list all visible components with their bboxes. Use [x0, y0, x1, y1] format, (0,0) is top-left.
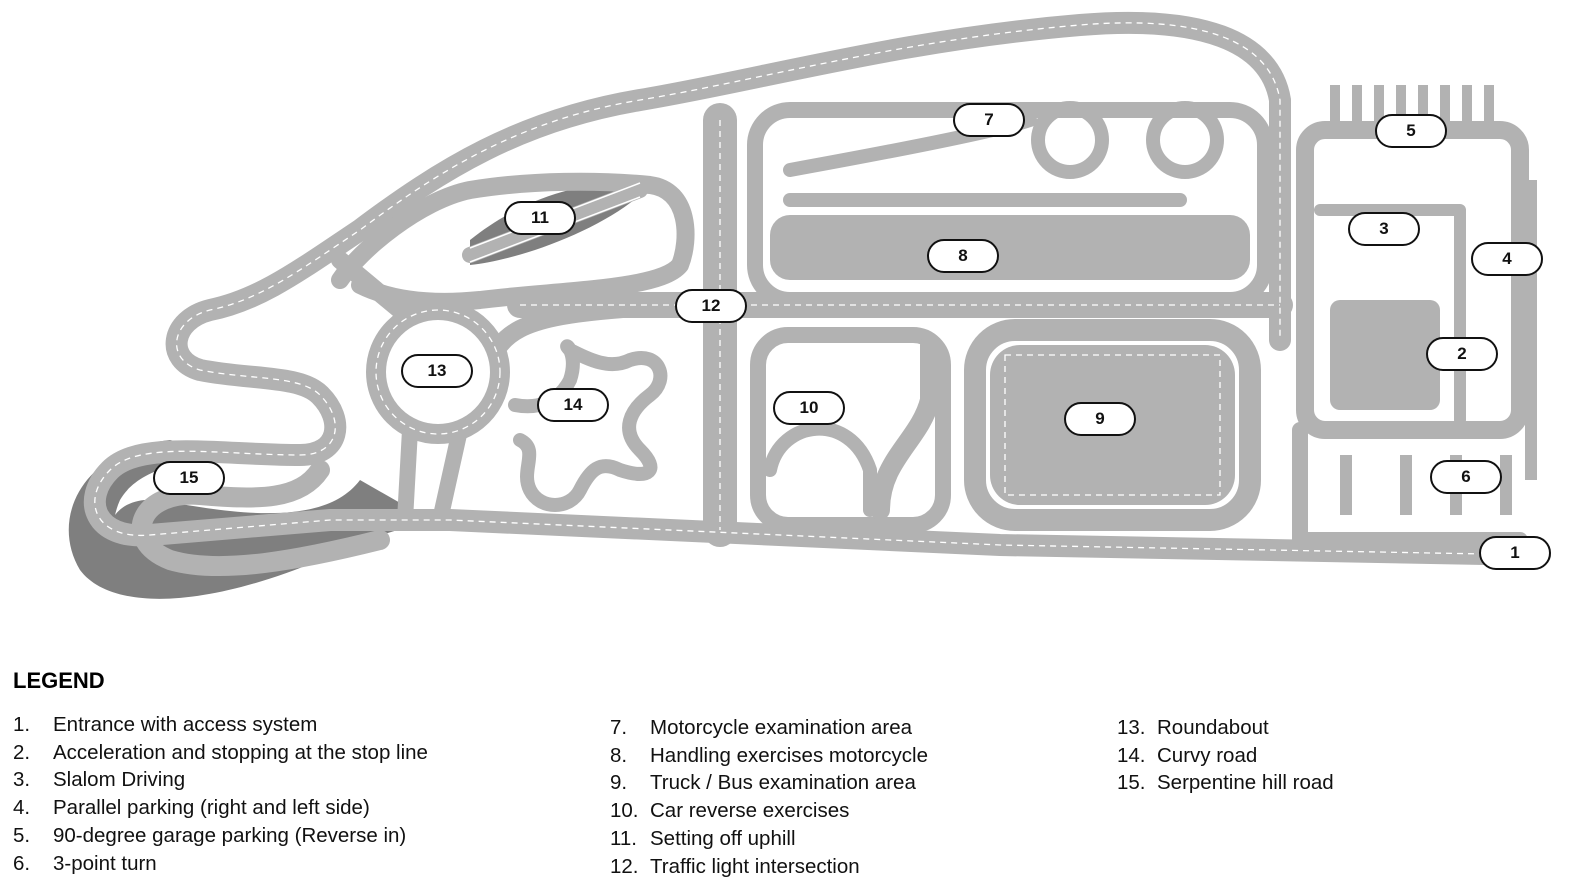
- legend-text: Serpentine hill road: [1157, 771, 1334, 795]
- legend-text: Traffic light intersection: [650, 854, 860, 878]
- legend-text: 90-degree garage parking (Reverse in): [53, 823, 407, 847]
- legend-number: 1.: [13, 713, 31, 736]
- motorcycle-pad: [770, 215, 1250, 280]
- legend-number: 14.: [1117, 743, 1146, 767]
- marker-9[interactable]: 9: [1064, 402, 1136, 436]
- legend-number: 6.: [13, 851, 31, 875]
- marker-4[interactable]: 4: [1471, 242, 1543, 276]
- connector-south-b: [432, 422, 468, 528]
- legend-number: 3.: [13, 768, 31, 792]
- marker-5[interactable]: 5: [1375, 114, 1447, 148]
- marker-15[interactable]: 15: [153, 461, 225, 495]
- legend-text: Car reverse exercises: [650, 799, 850, 823]
- marker-12[interactable]: 12: [675, 289, 747, 323]
- connector-south-a: [397, 422, 418, 528]
- legend-item: 14. Curvy road: [1117, 742, 1334, 770]
- marker-13[interactable]: 13: [401, 354, 473, 388]
- legend-text: Setting off uphill: [650, 826, 796, 850]
- reverse-lane: [870, 335, 940, 520]
- legend-column-3: 13. Roundabout 14. Curvy road 15. Serpentin…: [1117, 714, 1334, 797]
- legend-item: 13. Roundabout: [1117, 714, 1334, 742]
- legend-number: 15.: [1117, 771, 1146, 795]
- legend-column-2: 7. Motorcycle examination area 8. Handling…: [610, 714, 928, 880]
- marker-3[interactable]: 3: [1348, 212, 1420, 246]
- legend-number: 4.: [13, 796, 31, 820]
- legend-item: 11. Setting off uphill: [610, 825, 928, 853]
- driving-track-map: 1 2 3 4 5 6 7 8 9 10 11 12 13 14 15: [68, 11, 1551, 599]
- connector-north: [331, 251, 409, 319]
- legend-column-1: 1. Entrance with access system 2. Accelera…: [13, 711, 428, 877]
- legend-text: Curvy road: [1157, 743, 1258, 767]
- legend-text: Acceleration and stopping at the stop li…: [53, 740, 428, 764]
- legend-item: 7. Motorcycle examination area: [610, 714, 928, 742]
- legend-item: 10. Car reverse exercises: [610, 797, 928, 825]
- legend-number: 12.: [610, 854, 639, 878]
- marker-2[interactable]: 2: [1426, 337, 1498, 371]
- legend-number: 2.: [13, 740, 31, 764]
- marker-7[interactable]: 7: [953, 103, 1025, 137]
- legend-item: 9. Truck / Bus examination area: [610, 769, 928, 797]
- reverse-arc: [763, 421, 877, 517]
- legend-number: 10.: [610, 799, 639, 823]
- legend-item: 4. Parallel parking (right and left side): [13, 794, 428, 822]
- legend-text: Entrance with access system: [53, 713, 318, 736]
- marker-1[interactable]: 1: [1479, 536, 1551, 570]
- uphill-loop-road: [331, 172, 695, 311]
- legend-text: 3-point turn: [53, 851, 157, 875]
- legend-text: Roundabout: [1157, 716, 1269, 739]
- main-road-center-line: [94, 22, 1541, 556]
- curvy-road: [508, 339, 668, 512]
- marker-8[interactable]: 8: [927, 239, 999, 273]
- legend-number: 5.: [13, 823, 31, 847]
- turn-area-road: [1292, 422, 1528, 548]
- legend-number: 7.: [610, 716, 628, 739]
- marker-11[interactable]: 11: [504, 201, 576, 235]
- serpentine-road: [131, 460, 390, 577]
- legend-item: 12. Traffic light intersection: [610, 853, 928, 881]
- acceleration-pad: [1330, 300, 1440, 410]
- legend-item: 6. 3-point turn: [13, 850, 428, 878]
- legend-item: 3. Slalom Driving: [13, 766, 428, 794]
- legend-item: 5. 90-degree garage parking (Reverse in): [13, 822, 428, 850]
- legend-item: 2. Acceleration and stopping at the stop …: [13, 739, 428, 767]
- reverse-area-outer: [750, 327, 951, 533]
- motorcycle-circle-left: [1031, 101, 1109, 179]
- legend-item: 15. Serpentine hill road: [1117, 769, 1334, 797]
- motorcycle-circle-right: [1146, 101, 1224, 179]
- track-drawing: [68, 11, 1551, 599]
- legend-number: 13.: [1117, 716, 1146, 739]
- legend-text: Parallel parking (right and left side): [53, 796, 370, 820]
- legend-text: Slalom Driving: [53, 768, 186, 792]
- legend-item: 1. Entrance with access system: [13, 711, 428, 739]
- legend-text: Truck / Bus examination area: [650, 771, 916, 795]
- marker-6[interactable]: 6: [1430, 460, 1502, 494]
- legend-title: LEGEND: [13, 668, 105, 693]
- legend-number: 8.: [610, 743, 628, 767]
- legend-text: Handling exercises motorcycle: [650, 743, 929, 767]
- legend-number: 9.: [610, 771, 628, 795]
- marker-14[interactable]: 14: [537, 388, 609, 422]
- marker-10[interactable]: 10: [773, 391, 845, 425]
- legend-number: 11.: [610, 826, 637, 850]
- legend-text: Motorcycle examination area: [650, 716, 913, 739]
- legend-item: 8. Handling exercises motorcycle: [610, 742, 928, 770]
- truck-area-outer: [964, 319, 1261, 531]
